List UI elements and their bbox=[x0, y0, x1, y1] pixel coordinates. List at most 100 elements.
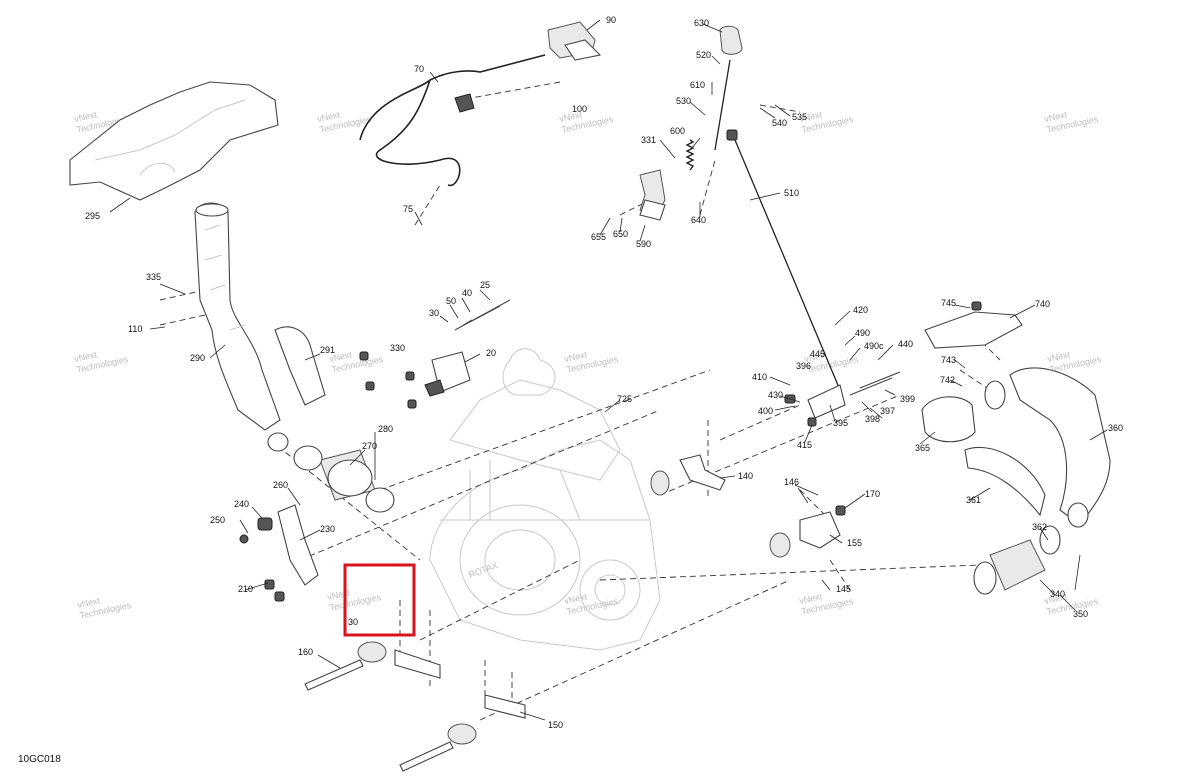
callout-70: 70 bbox=[414, 64, 424, 74]
svg-text:vNext: vNext bbox=[316, 109, 341, 124]
callout-440: 440 bbox=[898, 339, 913, 349]
callout-155: 155 bbox=[847, 538, 862, 548]
svg-text:vNext: vNext bbox=[798, 109, 823, 124]
callout-90: 90 bbox=[606, 15, 616, 25]
callout-742: 742 bbox=[940, 375, 955, 385]
callout-743: 743 bbox=[941, 355, 956, 365]
band-clamp bbox=[1039, 525, 1061, 555]
svg-text:vNext: vNext bbox=[558, 109, 583, 124]
shift-shaft bbox=[714, 59, 731, 151]
callout-330: 330 bbox=[390, 343, 405, 353]
callout-160: 160 bbox=[298, 647, 313, 657]
callout-510: 510 bbox=[784, 188, 799, 198]
callout-410: 410 bbox=[752, 372, 767, 382]
svg-text:vNext: vNext bbox=[1043, 591, 1068, 606]
callout-260: 260 bbox=[273, 480, 288, 490]
parts bbox=[69, 21, 1111, 772]
highlight-box bbox=[343, 563, 416, 637]
callout-250: 250 bbox=[210, 515, 225, 525]
callout-490c: 490c bbox=[864, 341, 884, 351]
callout-290: 290 bbox=[190, 353, 205, 363]
shift-knob bbox=[719, 25, 743, 55]
callout-270: 270 bbox=[362, 441, 377, 451]
callout-170: 170 bbox=[865, 489, 880, 499]
callout-396: 396 bbox=[796, 361, 811, 371]
callout-75: 75 bbox=[403, 204, 413, 214]
mount-bracket-right bbox=[799, 511, 841, 549]
svg-text:vNext: vNext bbox=[803, 349, 828, 364]
svg-text:vNext: vNext bbox=[1046, 349, 1071, 364]
callout-535: 535 bbox=[792, 112, 807, 122]
callout-150: 150 bbox=[548, 720, 563, 730]
leader-lines bbox=[109, 19, 1108, 721]
callout-640: 640 bbox=[691, 215, 706, 225]
callout-335: 335 bbox=[146, 272, 161, 282]
callout-360: 360 bbox=[1108, 423, 1123, 433]
callout-291: 291 bbox=[320, 345, 335, 355]
mount-bracket-left bbox=[277, 504, 319, 586]
callout-530: 530 bbox=[676, 96, 691, 106]
callout-240: 240 bbox=[234, 499, 249, 509]
long-bolt-bottom bbox=[399, 741, 454, 772]
callout-labels: 90 70 100 75 295 335 110 290 291 330 20 … bbox=[85, 15, 1123, 730]
diagram-code: 10GC018 bbox=[18, 754, 61, 765]
callout-650: 650 bbox=[613, 229, 628, 239]
heat-shield-plate bbox=[69, 81, 279, 201]
callout-146: 146 bbox=[784, 477, 799, 487]
svg-text:vNext: vNext bbox=[73, 109, 98, 124]
callout-350: 350 bbox=[1073, 609, 1088, 619]
callout-600: 600 bbox=[670, 126, 685, 136]
callout-400: 400 bbox=[758, 406, 773, 416]
callout-415: 415 bbox=[797, 440, 812, 450]
callout-490: 490 bbox=[855, 328, 870, 338]
callout-140: 140 bbox=[738, 471, 753, 481]
callout-295: 295 bbox=[85, 211, 100, 221]
callout-655: 655 bbox=[591, 232, 606, 242]
callout-25: 25 bbox=[480, 280, 490, 290]
duct-shield bbox=[964, 446, 1046, 517]
callout-50: 50 bbox=[446, 296, 456, 306]
svg-text:vNext: vNext bbox=[328, 349, 353, 364]
upper-bracket bbox=[924, 311, 1023, 349]
outlet-boot bbox=[989, 539, 1046, 591]
callout-100: 100 bbox=[572, 104, 587, 114]
callout-590: 590 bbox=[636, 239, 651, 249]
callout-610: 610 bbox=[690, 80, 705, 90]
callout-365: 365 bbox=[915, 443, 930, 453]
callout-361: 361 bbox=[966, 495, 981, 505]
callout-540: 540 bbox=[772, 118, 787, 128]
callout-445: 445 bbox=[810, 349, 825, 359]
svg-text:vNext: vNext bbox=[76, 595, 101, 610]
callout-740: 740 bbox=[1035, 299, 1050, 309]
callout-362: 362 bbox=[1032, 522, 1047, 532]
exhaust-duct bbox=[1009, 367, 1111, 526]
callout-30-top: 30 bbox=[429, 308, 439, 318]
callout-430: 430 bbox=[768, 390, 783, 400]
callout-725: 725 bbox=[617, 394, 632, 404]
callout-20: 20 bbox=[486, 348, 496, 358]
svg-text:vNext: vNext bbox=[798, 591, 823, 606]
callout-398: 398 bbox=[865, 414, 880, 424]
callout-30-bottom: 30 bbox=[348, 617, 358, 627]
callout-110: 110 bbox=[128, 324, 142, 334]
long-bolt-left bbox=[304, 659, 364, 691]
linkage-plate bbox=[807, 384, 846, 419]
mount-bracket-center bbox=[679, 454, 726, 491]
duct-section bbox=[274, 326, 326, 406]
callout-630: 630 bbox=[694, 18, 709, 28]
callout-40: 40 bbox=[462, 288, 472, 298]
svg-text:ROTAX: ROTAX bbox=[467, 560, 499, 580]
cable-fitting bbox=[454, 93, 475, 113]
callout-331: 331 bbox=[641, 135, 656, 145]
callout-397: 397 bbox=[880, 406, 895, 416]
callout-745: 745 bbox=[941, 298, 956, 308]
callout-145: 145 bbox=[836, 584, 851, 594]
callout-340: 340 bbox=[1050, 589, 1065, 599]
intake-tube bbox=[194, 202, 281, 431]
return-spring bbox=[685, 139, 695, 171]
callout-520: 520 bbox=[696, 50, 711, 60]
callout-395: 395 bbox=[833, 418, 848, 428]
svg-text:vNext: vNext bbox=[1043, 109, 1068, 124]
